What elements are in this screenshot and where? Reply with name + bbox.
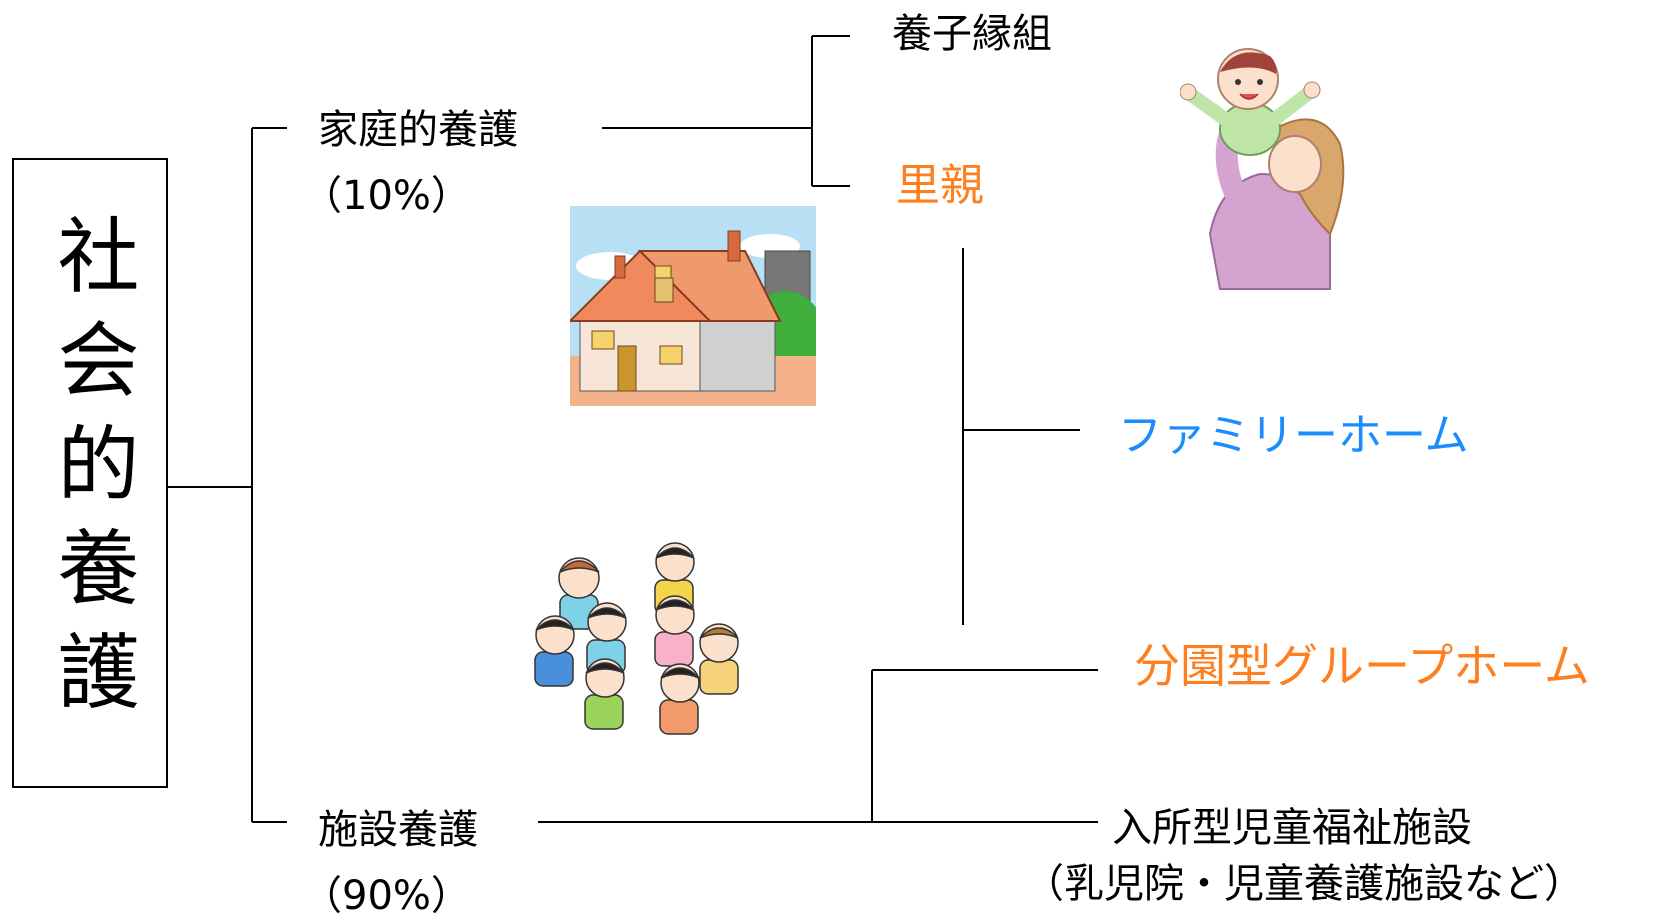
root-label: 社会的養護 (43, 213, 138, 733)
parent-baby-icon (1180, 48, 1345, 290)
children-group-icon (534, 542, 739, 735)
house-icon (570, 206, 816, 406)
adoption-label: 養子縁組 (892, 11, 1052, 57)
foster-parent-label: 里親 (896, 160, 984, 211)
family-care-label: 家庭的養護 (318, 107, 518, 153)
group-home-label: 分園型グループホーム (1134, 639, 1590, 693)
family-home-label: ファミリーホーム (1118, 410, 1469, 461)
root-box: 社会的養護 (12, 158, 168, 788)
residential-label: 入所型児童福祉施設 (1112, 805, 1472, 851)
family-care-percent: （10%） (302, 173, 471, 219)
institutional-care-percent: （90%） (302, 873, 471, 919)
residential-note: （乳児院・児童養護施設など） (1024, 861, 1584, 907)
institutional-care-label: 施設養護 (318, 807, 478, 853)
